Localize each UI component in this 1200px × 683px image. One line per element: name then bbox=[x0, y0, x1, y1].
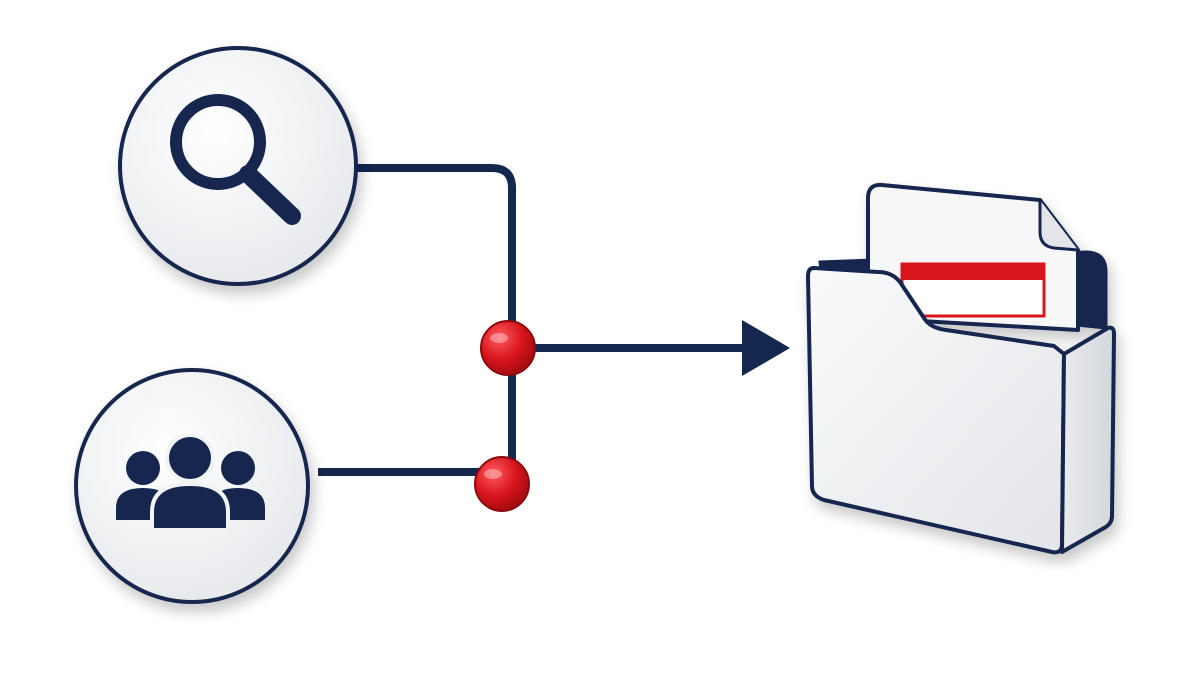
connector-lines bbox=[318, 164, 790, 476]
folder-with-document-icon[interactable] bbox=[806, 182, 1116, 555]
connector-search-to-junction bbox=[318, 164, 516, 476]
search-icon bbox=[170, 94, 301, 225]
folder-side bbox=[1060, 325, 1116, 554]
arrow-head-icon bbox=[742, 320, 790, 376]
search-node[interactable] bbox=[118, 46, 358, 286]
junction-upper bbox=[480, 320, 536, 376]
junction-lower bbox=[474, 456, 530, 512]
users-node[interactable] bbox=[74, 368, 310, 604]
users-group-icon bbox=[116, 433, 265, 532]
